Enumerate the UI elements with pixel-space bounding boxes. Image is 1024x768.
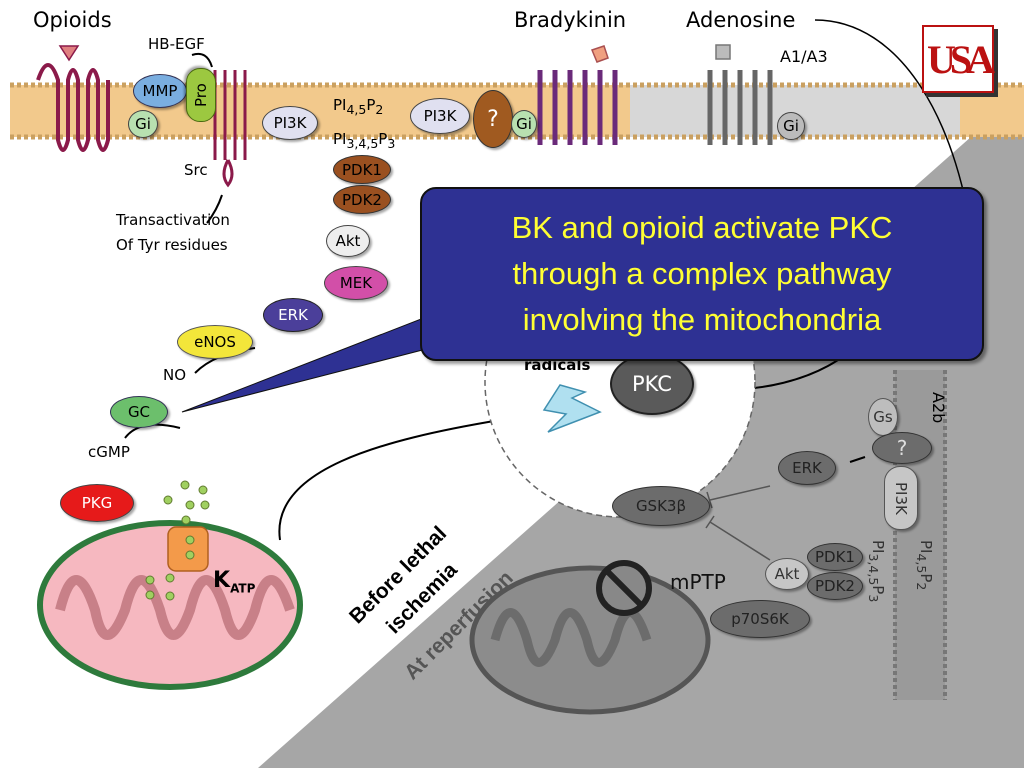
pkg-node: PKG — [60, 484, 134, 522]
a1-a3-label: A1/A3 — [780, 47, 828, 66]
pi3k-node-2: PI3K — [410, 98, 470, 134]
mmp-node: MMP — [133, 74, 187, 108]
enos-node: eNOS — [177, 325, 253, 359]
katp-label: KATP — [213, 568, 256, 596]
opioids-label: Opioids — [33, 8, 112, 32]
p70s6k-node: p70S6K — [710, 600, 810, 638]
potassium-dots — [145, 480, 210, 601]
src-label: Src — [184, 161, 208, 179]
pdk1-node-2: PDK1 — [807, 543, 863, 571]
tyr-residues-label: Of Tyr residues — [116, 236, 228, 254]
logo-text: USA — [926, 36, 995, 82]
pdk1-node: PDK1 — [333, 155, 391, 184]
a2b-label: A2b — [929, 392, 948, 424]
katp-channel — [167, 526, 209, 572]
pi45p2-label-2: PI4,5P2 — [914, 540, 935, 591]
akt-node-2: Akt — [765, 558, 809, 590]
erk-node-2: ERK — [778, 451, 836, 485]
mptp-label: mPTP — [670, 570, 726, 594]
radical-bolt-icon — [542, 384, 602, 433]
pro-node: Pro — [186, 68, 216, 122]
gi-node-2: Gi — [511, 110, 537, 138]
pkc-node: PKC — [610, 353, 694, 415]
hb-egf-label: HB-EGF — [148, 35, 205, 53]
gi-node-3: Gi — [777, 112, 805, 140]
callout-box: BK and opioid activate PKC through a com… — [420, 187, 984, 361]
gi-node-1: Gi — [128, 110, 158, 138]
a2b-membrane — [893, 370, 947, 700]
gsk3b-node: GSK3β — [612, 486, 710, 526]
callout-line-2: through a complex pathway — [512, 256, 892, 291]
mptp-blocked-icon — [596, 560, 652, 616]
unknown-node-1: ? — [473, 90, 513, 148]
bradykinin-label: Bradykinin — [514, 8, 627, 32]
erk-node: ERK — [263, 298, 323, 332]
egf-receptor — [213, 70, 247, 188]
mitochondrion — [37, 520, 303, 690]
adenosine-label: Adenosine — [686, 8, 796, 32]
pdk2-node: PDK2 — [333, 185, 391, 214]
akt-node: Akt — [326, 225, 370, 257]
transactivation-label: Transactivation — [116, 211, 230, 229]
callout-line-3: involving the mitochondria — [522, 302, 882, 337]
mek-node: MEK — [324, 266, 388, 300]
usa-logo: USA — [922, 25, 995, 93]
gs-node: Gs — [868, 398, 898, 436]
callout-line-1: BK and opioid activate PKC — [511, 210, 893, 245]
cgmp-label: cGMP — [88, 443, 130, 461]
pdk2-node-2: PDK2 — [807, 572, 863, 600]
pi345p3-label: PI3,4,5P3 — [333, 130, 396, 151]
pi3k-node-1: PI3K — [262, 106, 318, 140]
inhibition-lines — [705, 485, 771, 561]
pi45p2-label: PI4,5P2 — [333, 96, 384, 117]
unknown-node-2: ? — [872, 432, 932, 464]
adenosine-receptor — [707, 44, 773, 145]
pi345p3-label-2: PI3,4,5P3 — [866, 540, 887, 603]
no-label: NO — [163, 366, 187, 384]
reperfusion-mitochondrion — [469, 565, 711, 715]
pi3k-node-3: PI3K — [884, 466, 918, 530]
opioid-receptor — [36, 45, 110, 152]
bradykinin-receptor — [537, 45, 618, 145]
gc-node: GC — [110, 396, 168, 428]
